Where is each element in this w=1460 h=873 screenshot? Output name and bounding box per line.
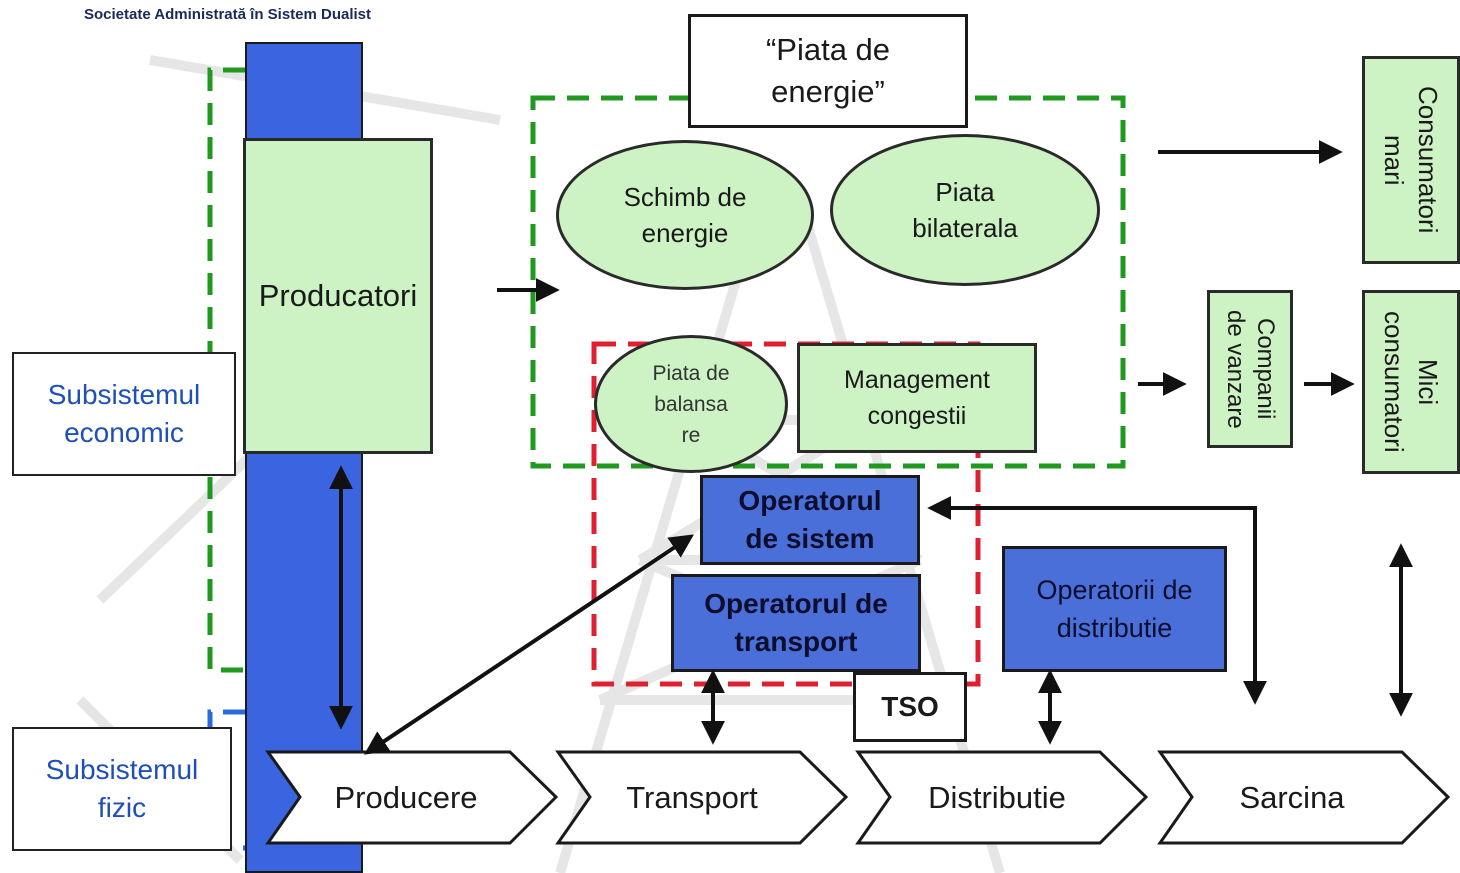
transport-op-line2: transport	[734, 626, 858, 657]
chevron-transport	[555, 750, 849, 845]
chevron-sarcina	[1157, 750, 1451, 845]
producatori-box: Producatori	[243, 138, 433, 454]
mici-line2: consumatori	[1379, 311, 1409, 453]
schimb-energie-ellipse: Schimb de energie	[556, 140, 814, 290]
piata-bilaterala-ellipse: Piata bilaterala	[830, 134, 1100, 286]
consumatori-mari-box: Consumatori mari	[1362, 56, 1460, 264]
mari-line1: Consumatori	[1413, 86, 1443, 234]
balansare-line3: re	[681, 423, 701, 447]
mari-line2: mari	[1379, 134, 1409, 186]
balansare-line1: Piata de	[652, 361, 730, 385]
management-line1: Management	[844, 366, 990, 394]
market-title-line2: energie”	[771, 74, 885, 109]
bilaterala-line1: Piata	[935, 177, 995, 207]
companii-line1: Companii	[1252, 318, 1279, 420]
operatorul-sistem-box: Operatorul de sistem	[700, 475, 920, 565]
fizic-label-line2: fizic	[97, 792, 147, 823]
piata-balansare-ellipse: Piata de balansa re	[594, 335, 788, 473]
market-title-box: “Piata de energie”	[688, 14, 968, 128]
sistem-line1: Operatorul	[738, 485, 882, 516]
companii-line2: de vanzare	[1222, 309, 1249, 429]
chain-label-sarcina: Sarcina	[1239, 780, 1345, 815]
physical-subsystem-box: Subsistemul fizic	[12, 727, 232, 851]
balansare-line2: balansa	[654, 392, 728, 416]
sistem-line2: de sistem	[745, 523, 875, 554]
chain-label-producere: Producere	[334, 780, 477, 815]
arrow-producere-to-sistem	[364, 534, 694, 755]
companii-vanzare-box: Companii de vanzare	[1207, 290, 1293, 448]
mici-consumatori-box: Mici consumatori	[1362, 290, 1460, 474]
bilaterala-line2: bilaterala	[912, 213, 1018, 243]
market-title-line1: “Piata de	[765, 32, 891, 67]
producatori-label: Producatori	[258, 278, 418, 313]
schimb-line2: energie	[641, 218, 729, 248]
management-congestii-box: Management congestii	[797, 343, 1037, 453]
economic-subsystem-boundary	[207, 67, 245, 673]
economic-label-line1: Subsistemul	[47, 379, 201, 410]
management-line2: congestii	[867, 402, 967, 430]
company-label: Societate Administrată în Sistem Dualist	[84, 6, 372, 23]
transport-op-line1: Operatorul de	[704, 588, 888, 619]
economic-label-line2: economic	[64, 417, 184, 448]
chain-label-transport: Transport	[626, 780, 758, 815]
schimb-line1: Schimb de	[623, 182, 747, 212]
chevron-distributie	[855, 750, 1149, 845]
mici-line1: Mici	[1413, 358, 1443, 406]
fizic-label-line1: Subsistemul	[45, 754, 199, 785]
operatorul-transport-box: Operatorul de transport	[671, 574, 921, 672]
chain-label-distributie: Distributie	[928, 780, 1066, 815]
economic-subsystem-box: Subsistemul economic	[12, 352, 236, 476]
arrow-sarcina-to-sistem	[927, 496, 1267, 705]
